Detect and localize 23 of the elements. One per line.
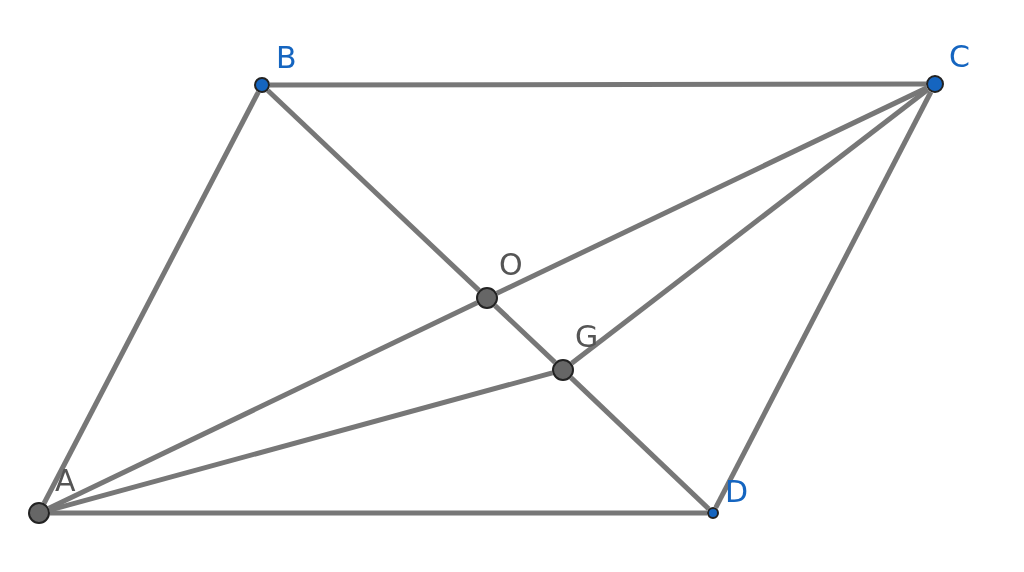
line-segment	[266, 88, 481, 293]
point-label: G	[575, 322, 599, 352]
geometry-point	[707, 477, 749, 519]
line-segment	[41, 90, 261, 505]
geometry-point	[28, 466, 76, 524]
point-label: C	[949, 42, 970, 72]
line-segment	[47, 300, 479, 511]
geometry-point	[552, 322, 599, 381]
line-segment	[270, 81, 926, 88]
point-label: D	[725, 477, 749, 507]
point-label: B	[276, 43, 297, 73]
geometry-point	[254, 43, 297, 93]
line-segment	[570, 87, 930, 366]
geometry-point	[476, 250, 523, 309]
point-label: A	[55, 466, 76, 496]
line-segment	[48, 370, 554, 513]
point-label: O	[499, 250, 523, 280]
line-segment	[569, 375, 711, 511]
line-segment	[713, 90, 934, 509]
geometry-point	[926, 42, 970, 93]
line-segment	[50, 510, 707, 516]
line-segment	[493, 303, 557, 365]
line-segment	[495, 85, 928, 296]
